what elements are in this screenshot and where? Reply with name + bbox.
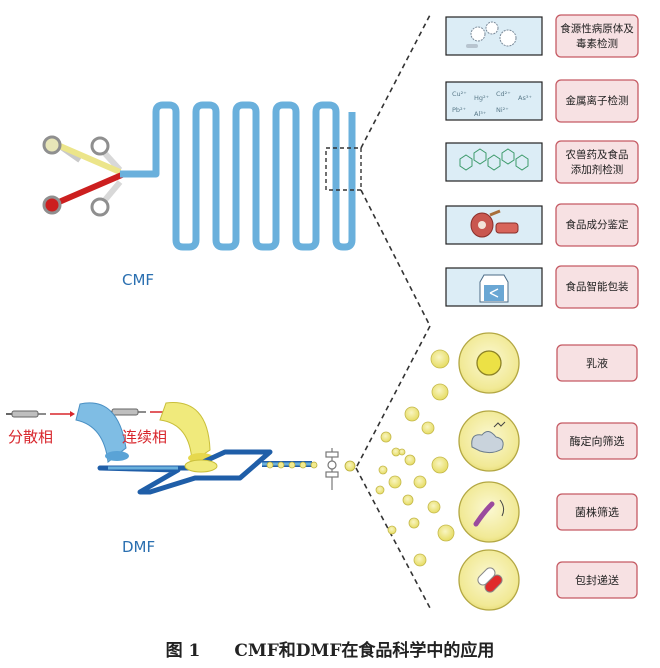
dispersed-arrow-head [70,411,75,417]
figure-caption: 图 1 CMF和DMF在食品科学中的应用 [165,641,495,661]
droplet [408,517,420,529]
application-label: 食源性病原体及毒素检测 [560,22,634,50]
inlet-port-gray [42,135,62,155]
dmf-application-item: 菌株筛选 [458,481,638,543]
icon-art [471,421,506,454]
icon-art [459,148,529,171]
application-label: 食品智能包装 [566,280,629,293]
cmf-application-list: 食源性病原体及毒素检测 Cu²⁺ Hg²⁺ Cd²⁺ As³⁺ Pb²⁺ Al³⁺ Ni²⁺ 金… [445,14,639,309]
ion-label: Ni²⁺ [496,106,509,114]
ion-label: Cd²⁺ [496,90,511,98]
droplet [375,485,385,495]
droplet [404,406,420,422]
serpentine-channel [152,101,356,251]
meat-icon [445,205,543,245]
emerging-droplet [344,460,356,472]
molecule-icon [445,142,543,182]
cmf-application-item: 食源性病原体及毒素检测 [445,14,639,58]
inlet-port-red [42,195,62,215]
cmf-chip [42,101,362,251]
application-label-box [556,493,638,531]
application-label-box [555,203,639,247]
icon-art [466,21,517,48]
metal-ion-icon [445,81,543,121]
cmf-application-item: 食品成分鉴定 [445,203,639,247]
cmf-application-item: Cu²⁺ Hg²⁺ Cd²⁺ As³⁺ Pb²⁺ Al³⁺ Ni²⁺ 金属离子检测 [445,79,639,123]
dmf-chip [6,402,356,495]
droplet [398,448,406,456]
droplet [387,525,397,535]
droplet [437,524,455,542]
zoom-box [325,147,362,191]
focusing-junction [184,459,218,473]
application-label: 包封递送 [575,573,619,587]
ion-label: Cu²⁺ [452,90,467,98]
ion-label: Hg²⁺ [474,94,489,102]
droplet [421,421,435,435]
application-label-box [555,79,639,123]
zoom-funnel [355,14,431,609]
droplet [431,383,449,401]
application-label-box [555,265,639,309]
droplet [427,500,441,514]
application-label-box [556,561,638,599]
droplet [380,431,392,443]
inlet-port-white-2 [90,197,110,217]
continuous-tube [159,402,211,463]
icon-art: Cu²⁺ Hg²⁺ Cd²⁺ As³⁺ Pb²⁺ Al³⁺ Ni²⁺ [452,90,532,118]
bacteria-icon [458,481,520,543]
application-label-box [556,344,638,382]
channel-droplets [266,461,318,469]
dispersed-tube [75,402,127,463]
dmf-application-item: 乳液 [458,332,638,394]
continuous-phase-label: 连续相 [122,428,167,446]
ion-label: Al³⁺ [474,110,486,118]
syringe-icon [6,410,46,418]
droplet [404,454,416,466]
tube-opening [105,451,129,461]
application-label: 菌株筛选 [575,505,619,519]
dmf-label: DMF [122,538,155,556]
droplet [413,475,427,489]
application-label: 乳液 [586,356,608,370]
outlet-connector-icon [325,448,339,490]
inlet-channel-yellow [58,143,122,175]
application-label-box [555,14,639,58]
icon-art [479,274,509,303]
application-label: 农兽药及食品添加剂检测 [566,148,629,176]
droplet [430,349,450,369]
cmf-label: CMF [122,271,154,289]
dispersed-phase-label: 分散相 [8,428,53,446]
inlet-channel-red [50,171,126,208]
droplet [431,456,449,474]
droplet [402,494,414,506]
droplet [388,475,402,489]
dmf-application-item: 包封递送 [458,549,638,611]
icon-art [470,209,519,238]
application-label: 食品成分鉴定 [566,218,629,231]
icon-art [477,567,503,593]
inlet-port-white-1 [90,136,110,156]
droplet-spray [375,349,455,567]
dmf-application-item: 酶定向筛选 [458,410,638,472]
ion-label: Pb²⁺ [452,106,466,114]
application-label: 酶定向筛选 [570,434,625,448]
application-label: 金属离子检测 [566,94,629,107]
droplet [413,553,427,567]
droplet [378,465,388,475]
application-label-box [555,140,639,184]
icon-art [476,350,502,376]
application-label-box [556,422,638,460]
ion-label: As³⁺ [518,94,532,102]
cmf-application-item: 食品智能包装 [445,265,639,309]
cmf-application-item: 农兽药及食品添加剂检测 [445,140,639,184]
icon-art [473,499,505,527]
